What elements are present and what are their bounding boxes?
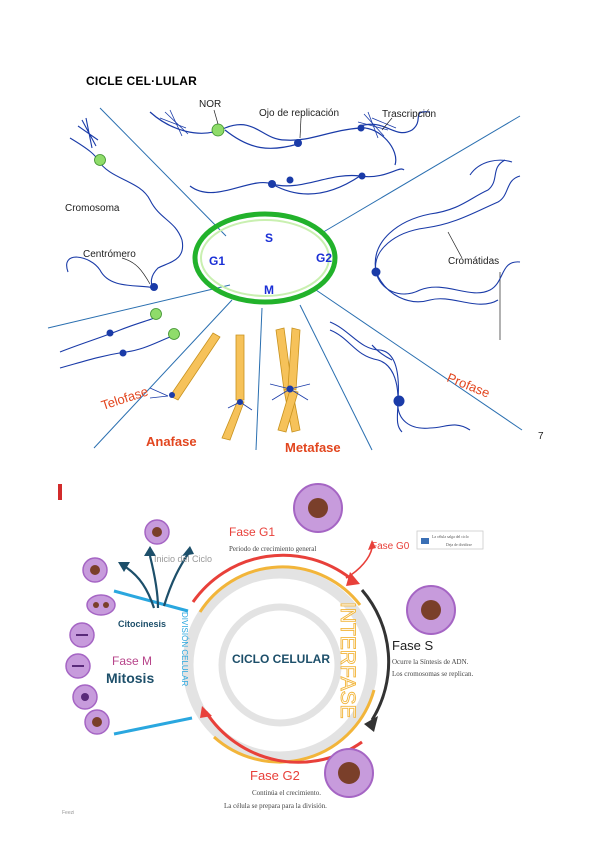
s-arrow-head [364, 716, 378, 732]
cycle-ring [192, 211, 338, 305]
start-cell-nucleus [152, 527, 162, 537]
mitosis-cell-2-nucleus [103, 602, 109, 608]
replication-eye-label: Ojo de replicación [259, 108, 339, 119]
g1-cell-nucleus [308, 498, 328, 518]
sector-dividers [47, 107, 523, 451]
label-pointers [121, 109, 501, 340]
s-phase-dna-strands [149, 111, 431, 195]
inner-grey-ring [218, 603, 342, 727]
chromatids-label: Cromátidas [448, 256, 499, 267]
phase-g2-title: Fase G2 [250, 768, 300, 783]
g0-arrow-head [368, 540, 376, 550]
telophase-dot [106, 329, 114, 337]
nor-label: NOR [199, 99, 221, 110]
phase-s-desc-line1: Ocurre la Síntesis de ADN. [392, 658, 469, 666]
page-number: 7 [538, 431, 544, 442]
g0-arrow [345, 547, 373, 579]
daughter-cell-arrows [123, 553, 189, 609]
cycle-ring-inner [200, 219, 330, 297]
phase-s-label: S [265, 231, 273, 245]
footer-logo: Feezi [62, 810, 74, 816]
interphase-label: INTERFASE [336, 602, 359, 719]
g0-note-icon [421, 538, 429, 544]
phase-m-subtitle: Mitosis [106, 670, 154, 686]
phase-s-title: Fase S [392, 638, 434, 653]
telophase-nor-dot [150, 308, 162, 320]
mitosis-cell-1-nucleus [90, 565, 100, 575]
yellow-arc-bottom [212, 689, 376, 764]
s-cell-nucleus [421, 600, 441, 620]
transcription-label: Trascripción [382, 109, 436, 120]
telophase-dot [119, 349, 127, 357]
metaphase-dot [286, 385, 294, 393]
s-arc [360, 589, 391, 721]
daughter-arrow-heads [118, 546, 194, 572]
cytokinesis-label: Citocinesis [118, 619, 166, 629]
cycle-start-label: Inicio del Ciclo [154, 554, 212, 564]
center-title: CICLO CELULAR [232, 652, 330, 666]
g0-note-line1: La célula salga del ciclo [432, 535, 469, 539]
cell-images [65, 483, 456, 798]
anaphase-label: Anafase [146, 434, 197, 449]
g2-chromatids [374, 159, 521, 305]
mitosis-cell-6-nucleus [92, 717, 102, 727]
g1-chromosome [66, 117, 184, 290]
phase-g1-title: Fase G1 [229, 525, 275, 539]
phase-s-desc-line2: Los cromosomas se replican. [392, 670, 474, 678]
g0-note-line2: Deja de dividirse [446, 543, 472, 547]
outer-grey-ring [182, 567, 378, 763]
mitosis-cell-2 [86, 594, 116, 616]
phase-g1-label: G1 [209, 254, 225, 268]
corner-marker [58, 484, 62, 500]
g1-nor-dot [94, 154, 106, 166]
mitosis-cell-5-nucleus [81, 693, 89, 701]
anaphase-dot [237, 399, 243, 405]
chromosome-label: Cromosoma [65, 203, 120, 214]
phase-m-label: M [264, 283, 274, 297]
telophase-nor-dot [168, 328, 180, 340]
metaphase-label: Metafase [285, 440, 341, 455]
division-line-bottom [113, 716, 193, 736]
replication-fork-dots [268, 124, 366, 188]
anaphase-dot [169, 392, 175, 398]
document-title: CICLE CEL·LULAR [86, 74, 197, 88]
g2-arrow-head [200, 706, 212, 718]
metaphase-chromosomes [275, 327, 301, 433]
g2-cell-nucleus [338, 762, 360, 784]
phase-g2-desc-line2: La célula se prepara para la división. [224, 802, 327, 810]
cell-division-label: DIVISIÓN CELULAR [180, 612, 189, 686]
phase-g1-desc: Periodo de crecimiento general [229, 545, 316, 553]
centromere-dot [150, 283, 158, 291]
prophase-centromere-dot [393, 395, 405, 407]
phase-g2-label: G2 [316, 251, 332, 265]
g0-note-box [416, 530, 484, 550]
phase-g0-title: Fase G0 [371, 541, 410, 552]
yellow-arc-top [198, 565, 362, 613]
phase-m-title: Fase M [112, 654, 152, 668]
phase-g2-desc-line1: Continúa el crecimiento. [252, 789, 321, 797]
anaphase-chromosomes [169, 332, 245, 441]
g2-centromere-dot [371, 267, 381, 277]
g1-arc [191, 553, 351, 603]
centromere-label: Centrómero [83, 249, 136, 260]
mitosis-cell-2-nucleus [93, 602, 99, 608]
